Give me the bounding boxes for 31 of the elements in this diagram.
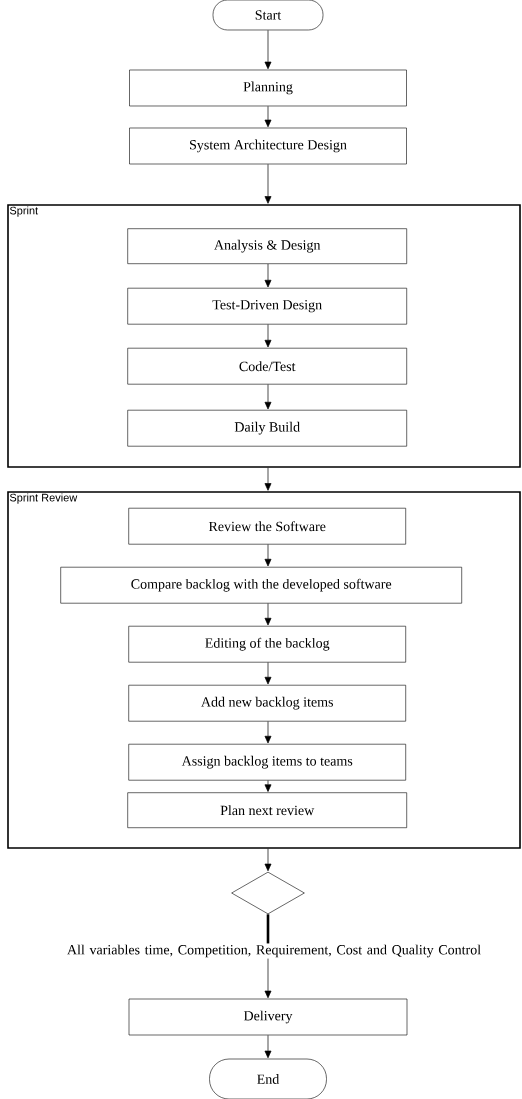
process-box: Review the Software (128, 507, 406, 545)
process-box: Assign backlog items to teams (128, 743, 406, 781)
process-box: Delivery (128, 998, 408, 1036)
condition-text: All variables time, Competition, Requirement, Cost and Quality Control (67, 944, 481, 958)
arrow (264, 29, 272, 70)
arrow (264, 617, 272, 626)
arrow (264, 163, 272, 204)
arrow (264, 279, 272, 288)
arrow (264, 990, 272, 999)
arrow (264, 105, 272, 128)
process-box: Plan next review (127, 792, 407, 828)
arrow (264, 676, 272, 685)
process-box: Add new backlog items (128, 684, 406, 722)
arrow (264, 784, 272, 792)
arrow (264, 863, 272, 872)
process-box: System Architecture Design (129, 127, 407, 165)
arrow (264, 483, 272, 491)
process-box: Compare backlog with the developed software (60, 566, 462, 604)
process-box: Editing of the backlog (128, 625, 406, 663)
process-box: Planning (129, 69, 407, 107)
process-box: Test-Driven Design (127, 287, 407, 325)
connector-line (266, 914, 270, 944)
process-box: Analysis & Design (127, 228, 407, 264)
arrow (264, 735, 272, 744)
process-box: Daily Build (127, 409, 407, 447)
arrow (264, 401, 272, 410)
decision-diamond (231, 871, 305, 915)
process-box: Code/Test (127, 347, 407, 385)
arrow (264, 558, 272, 567)
arrow (264, 1034, 272, 1059)
arrow (264, 339, 272, 348)
